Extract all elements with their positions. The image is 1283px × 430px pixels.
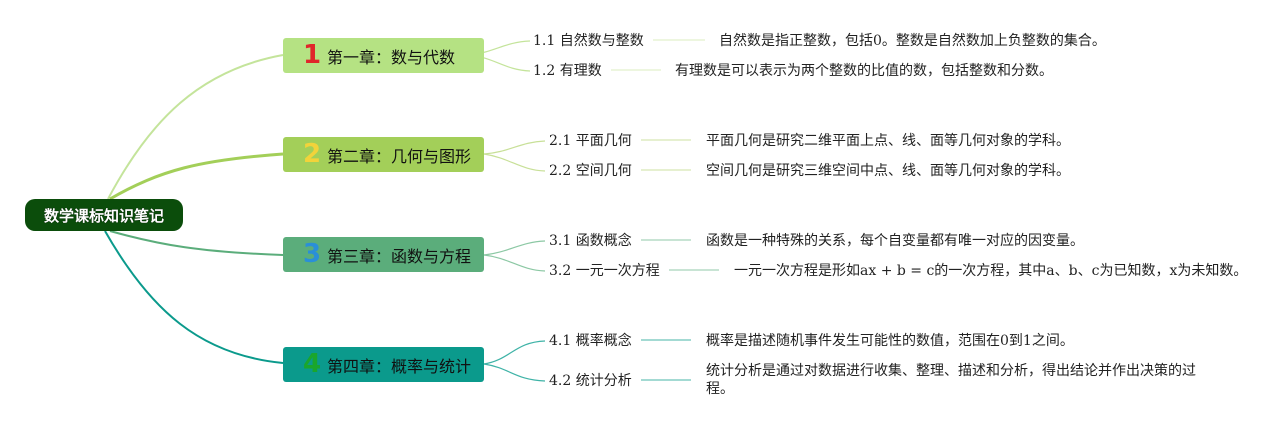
connector-chapter-3-section-2 xyxy=(483,254,546,272)
chapter-node-1[interactable]: 1 第一章：数与代数 xyxy=(283,38,484,73)
section-description-2-2: 空间几何是研究三维空间中点、线、面等几何对象的学科。 xyxy=(706,163,1070,179)
chapter-label-2: 第二章：几何与图形 xyxy=(327,146,472,166)
root-node[interactable]: 数学课标知识笔记 xyxy=(25,199,183,231)
root-title: 数学课标知识笔记 xyxy=(43,206,164,225)
section-node-1-2[interactable]: 1.2 有理数 xyxy=(533,63,602,79)
connector-root-chapter-4 xyxy=(104,230,284,364)
section-description-4-1: 概率是描述随机事件发生可能性的数值，范围在0到1之间。 xyxy=(706,333,1074,349)
chapter-label-1: 第一章：数与代数 xyxy=(327,47,456,67)
section-node-3-2[interactable]: 3.2 一元一次方程 xyxy=(549,263,660,279)
connector-chapter-2-section-1 xyxy=(483,140,546,155)
chapter-node-2[interactable]: 2 第二章：几何与图形 xyxy=(283,137,484,172)
section-node-1-1[interactable]: 1.1 自然数与整数 xyxy=(533,33,644,49)
section-description-1-1: 自然数是指正整数，包括0。整数是自然数加上负整数的集合。 xyxy=(719,33,1106,49)
section-description-1-2: 有理数是可以表示为两个整数的比值的数，包括整数和分数。 xyxy=(675,63,1053,79)
connector-chapter-4-section-1 xyxy=(483,340,546,365)
chapter-number-3: 3 xyxy=(302,239,322,269)
chapter-number-4: 4 xyxy=(302,349,322,379)
section-description-4-2: 统计分析是通过对数据进行收集、整理、描述和分析，得出结论并作出决策的过程。 xyxy=(706,363,1196,397)
chapter-label-3: 第三章：函数与方程 xyxy=(327,246,472,266)
section-description-2-1: 平面几何是研究二维平面上点、线、面等几何对象的学科。 xyxy=(706,133,1070,149)
connector-root-chapter-1 xyxy=(107,54,284,200)
section-node-2-2[interactable]: 2.2 空间几何 xyxy=(549,163,632,179)
connector-chapter-4-section-2 xyxy=(483,363,546,382)
chapter-node-3[interactable]: 3 第三章：函数与方程 xyxy=(283,237,484,272)
connector-root-chapter-2 xyxy=(109,152,284,201)
connector-root-chapter-3 xyxy=(109,230,284,256)
chapter-node-4[interactable]: 4 第四章：概率与统计 xyxy=(283,347,484,382)
section-node-4-1[interactable]: 4.1 概率概念 xyxy=(549,333,632,349)
chapter-label-4: 第四章：概率与统计 xyxy=(327,356,472,376)
connector-chapter-2-section-2 xyxy=(483,153,546,172)
section-description-3-1: 函数是一种特殊的关系，每个自变量都有唯一对应的因变量。 xyxy=(706,233,1084,249)
chapter-number-2: 2 xyxy=(302,139,322,169)
section-node-4-2[interactable]: 4.2 统计分析 xyxy=(549,373,632,389)
section-node-3-1[interactable]: 3.1 函数概念 xyxy=(549,233,632,249)
chapter-number-1: 1 xyxy=(302,40,322,70)
section-node-2-1[interactable]: 2.1 平面几何 xyxy=(549,133,632,149)
section-description-3-2: 一元一次方程是形如ax + b = c的一次方程，其中a、b、c为已知数，x为未… xyxy=(734,263,1248,279)
connector-chapter-3-section-1 xyxy=(483,240,546,256)
